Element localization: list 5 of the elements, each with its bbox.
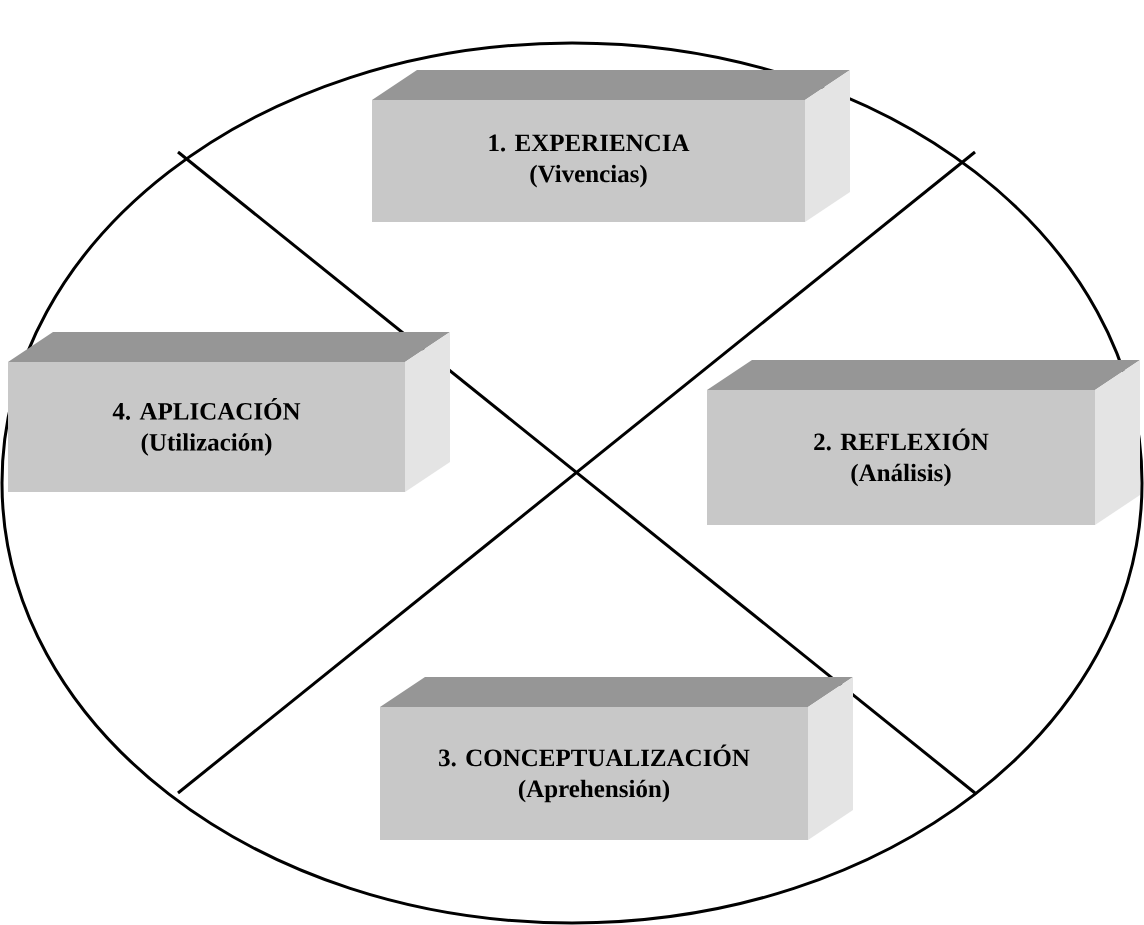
block: 2. REFLEXIÓN (Análisis) (707, 360, 1140, 525)
block: 4. APLICACIÓN (Utilización) (8, 332, 450, 492)
block: 3. CONCEPTUALIZACIÓN (Aprehensión) (380, 677, 853, 840)
block: 1. EXPERIENCIA (Vivencias) (372, 70, 850, 222)
ellipse-outline (0, 41, 1144, 925)
